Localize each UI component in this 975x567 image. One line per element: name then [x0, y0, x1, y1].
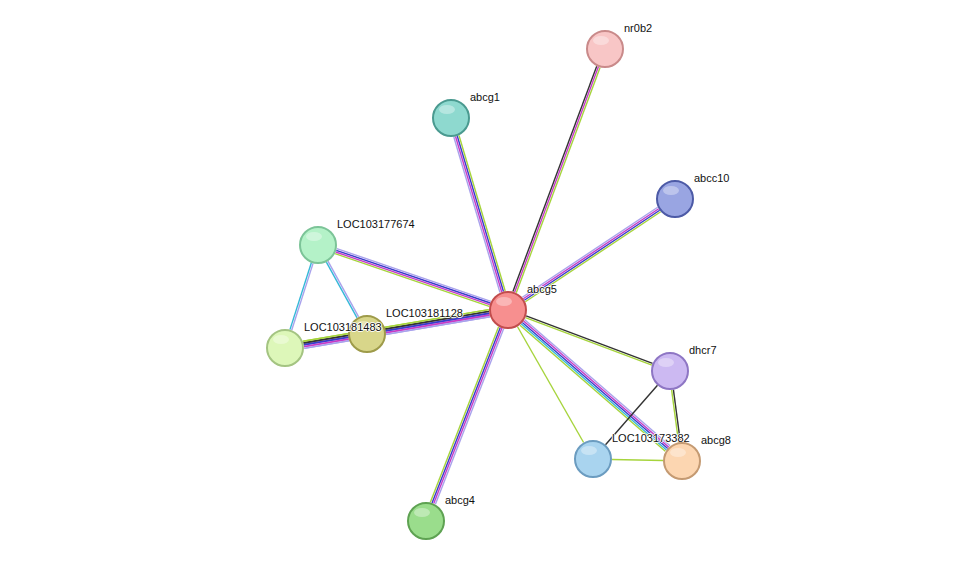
- node-highlight: [593, 36, 609, 45]
- node-highlight: [658, 358, 674, 367]
- interaction-edge: [525, 316, 652, 365]
- protein-node: nr0b2: [586, 30, 624, 68]
- evidence-line: [525, 320, 670, 446]
- node-label: LOC103181483: [304, 321, 382, 334]
- protein-node: LOC103173382: [574, 440, 612, 478]
- protein-node: dhcr7: [651, 352, 689, 390]
- protein-node: abcc10: [656, 180, 694, 218]
- interaction-edge: [303, 334, 349, 349]
- evidence-line: [290, 263, 311, 330]
- protein-node: abcg8: [663, 442, 701, 480]
- node-highlight: [496, 297, 512, 306]
- interaction-edge: [290, 263, 313, 330]
- interaction-edge: [326, 261, 358, 318]
- evidence-line: [304, 317, 490, 349]
- evidence-line: [522, 322, 667, 448]
- evidence-line: [456, 136, 502, 292]
- evidence-line: [292, 263, 313, 330]
- evidence-line: [304, 315, 490, 347]
- protein-node: LOC103177674: [299, 226, 337, 264]
- evidence-line: [612, 459, 663, 460]
- interaction-edge: [430, 327, 503, 505]
- evidence-line: [525, 212, 660, 302]
- evidence-line: [336, 252, 490, 305]
- evidence-line: [328, 261, 359, 317]
- interaction-edge: [335, 249, 491, 307]
- evidence-line: [304, 337, 349, 345]
- evidence-line: [454, 137, 500, 293]
- node-label: abcg8: [701, 434, 731, 447]
- node-label: abcg1: [470, 91, 500, 104]
- evidence-line: [521, 324, 666, 450]
- interaction-edge: [612, 459, 663, 460]
- protein-node: LOC103181128: [348, 315, 386, 353]
- node-highlight: [663, 186, 679, 195]
- evidence-line: [524, 210, 659, 300]
- evidence-line: [434, 328, 502, 504]
- evidence-line: [522, 207, 657, 297]
- evidence-line: [432, 327, 500, 503]
- protein-node: LOC103181483: [266, 329, 304, 367]
- interaction-edge: [522, 207, 660, 301]
- node-label: abcg5: [527, 283, 557, 296]
- node-highlight: [439, 105, 455, 114]
- node-label: dhcr7: [689, 344, 717, 357]
- node-label: abcg4: [445, 494, 475, 507]
- node-highlight: [670, 448, 686, 457]
- node-highlight: [306, 232, 322, 241]
- node-label: LOC103177674: [337, 218, 415, 231]
- evidence-line: [430, 327, 498, 503]
- evidence-line: [457, 136, 503, 292]
- interaction-edge: [454, 135, 505, 292]
- protein-node: abcg5: [489, 291, 527, 329]
- protein-node: abcg1: [432, 99, 470, 137]
- node-label: nr0b2: [624, 22, 652, 35]
- evidence-line: [459, 135, 505, 291]
- evidence-line: [335, 254, 489, 307]
- node-highlight: [414, 508, 430, 517]
- evidence-line: [515, 67, 599, 292]
- evidence-line: [303, 334, 348, 342]
- protein-node: abcg4: [407, 502, 445, 540]
- evidence-line: [326, 262, 357, 318]
- evidence-line: [337, 249, 491, 302]
- node-label: LOC103181128: [386, 307, 463, 320]
- evidence-line: [524, 321, 669, 447]
- node-label: abcc10: [694, 172, 729, 185]
- evidence-line: [523, 209, 658, 299]
- evidence-line: [435, 329, 503, 505]
- evidence-line: [336, 250, 490, 303]
- node-highlight: [273, 335, 289, 344]
- evidence-line: [303, 335, 348, 343]
- interaction-edge: [520, 320, 670, 452]
- node-highlight: [581, 446, 597, 455]
